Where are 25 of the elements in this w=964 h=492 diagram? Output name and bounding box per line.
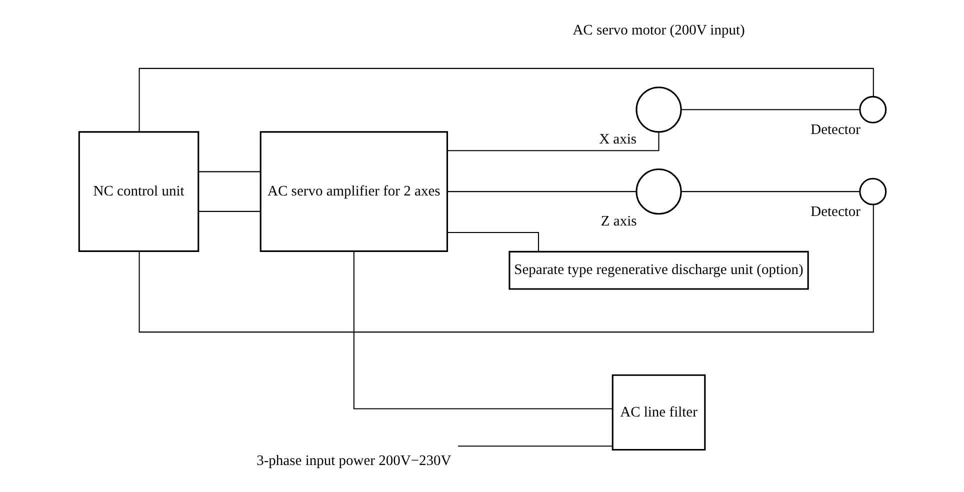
node-label: Z axis — [600, 213, 636, 230]
connector — [352, 251, 612, 410]
connector — [198, 171, 260, 172]
node-text: 3-phase input power 200V−230V — [256, 452, 451, 469]
connector — [446, 132, 659, 152]
connector — [446, 191, 636, 192]
connector — [446, 232, 538, 252]
connector — [680, 191, 860, 192]
node-label: Detector — [810, 122, 860, 138]
node-box: Separate type regenerative discharge unit (option) — [508, 250, 808, 290]
node-label: X axis — [598, 132, 636, 148]
connector — [198, 210, 260, 212]
node-circle — [858, 178, 886, 206]
node-circle — [858, 96, 886, 124]
connector — [458, 446, 612, 447]
node-circle — [635, 168, 682, 215]
connector — [680, 109, 860, 110]
node-box: AC servo amplifier for 2 axes — [259, 131, 448, 252]
node-box: NC control unit — [78, 131, 199, 252]
node-box: AC line filter — [611, 374, 706, 451]
label: AC servo motor (200V input) — [572, 22, 744, 39]
connector — [138, 204, 874, 333]
node-label: Detector — [810, 204, 860, 220]
node-circle — [635, 86, 682, 133]
connector — [138, 68, 874, 132]
